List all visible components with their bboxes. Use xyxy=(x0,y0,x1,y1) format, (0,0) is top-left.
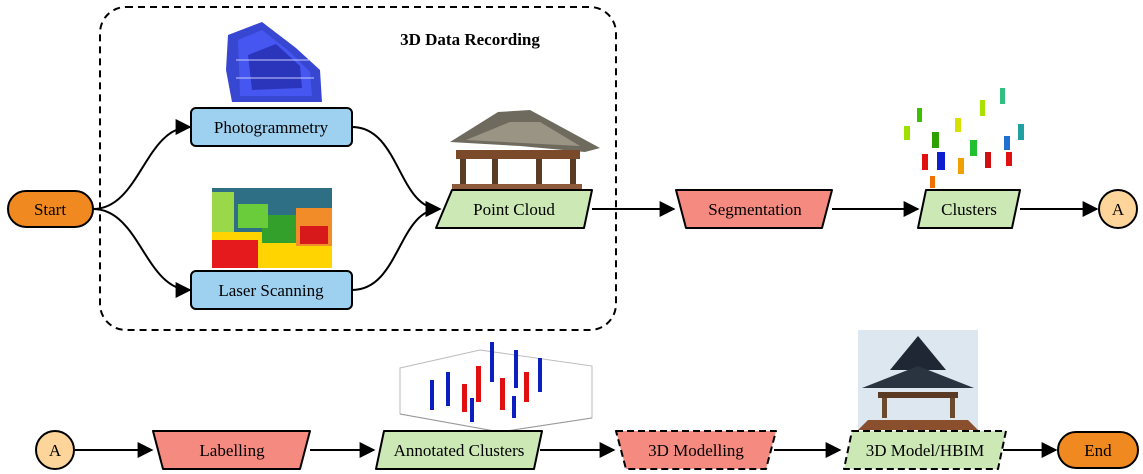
edge-start-laser xyxy=(92,208,192,298)
modelling-node[interactable]: 3D Modelling xyxy=(615,430,777,470)
modelling-label: 3D Modelling xyxy=(648,441,744,460)
pavilion-point-cloud-image xyxy=(450,110,600,190)
connector-a-in-label: A xyxy=(49,441,62,460)
segmentation-node[interactable]: Segmentation xyxy=(675,189,833,229)
annotated-clusters-node[interactable]: Annotated Clusters xyxy=(375,430,543,470)
labelling-label: Labelling xyxy=(199,441,265,460)
start-label: Start xyxy=(34,200,66,219)
laser-scanning-label: Laser Scanning xyxy=(218,281,324,300)
connector-a-in[interactable]: A xyxy=(35,430,75,470)
end-node[interactable]: End xyxy=(1057,431,1139,469)
annotated-clusters-label: Annotated Clusters xyxy=(394,441,525,460)
point-cloud-node[interactable]: Point Cloud xyxy=(435,189,593,229)
connector-a-out[interactable]: A xyxy=(1098,189,1138,229)
pavilion-3d-model-image xyxy=(858,330,978,430)
laser-scan-image xyxy=(212,188,332,268)
model-hbim-node[interactable]: 3D Model/HBIM xyxy=(843,430,1007,470)
clusters-label: Clusters xyxy=(941,200,997,219)
edge-start-photogrammetry xyxy=(92,119,192,210)
group-title: 3D Data Recording xyxy=(400,30,540,49)
photogrammetry-label: Photogrammetry xyxy=(214,118,329,137)
colored-clusters-image xyxy=(904,88,1024,188)
data-recording-group xyxy=(99,6,617,331)
start-node[interactable]: Start xyxy=(7,190,94,228)
laser-scanning-node[interactable]: Laser Scanning xyxy=(190,270,353,310)
edge-photogrammetry-pointcloud xyxy=(351,126,442,217)
photogrammetry-node[interactable]: Photogrammetry xyxy=(190,107,353,147)
clusters-node[interactable]: Clusters xyxy=(917,189,1021,229)
labelling-node[interactable]: Labelling xyxy=(152,430,311,470)
model-hbim-label: 3D Model/HBIM xyxy=(866,441,985,460)
segmentation-label: Segmentation xyxy=(708,200,802,219)
point-cloud-label: Point Cloud xyxy=(473,200,555,219)
edge-laser-pointcloud xyxy=(351,201,442,291)
annotated-3d-scatter-plot-image xyxy=(399,342,593,433)
photogrammetry-point-cloud-image xyxy=(226,22,322,102)
end-label: End xyxy=(1084,441,1112,460)
connector-a-out-label: A xyxy=(1112,200,1125,219)
